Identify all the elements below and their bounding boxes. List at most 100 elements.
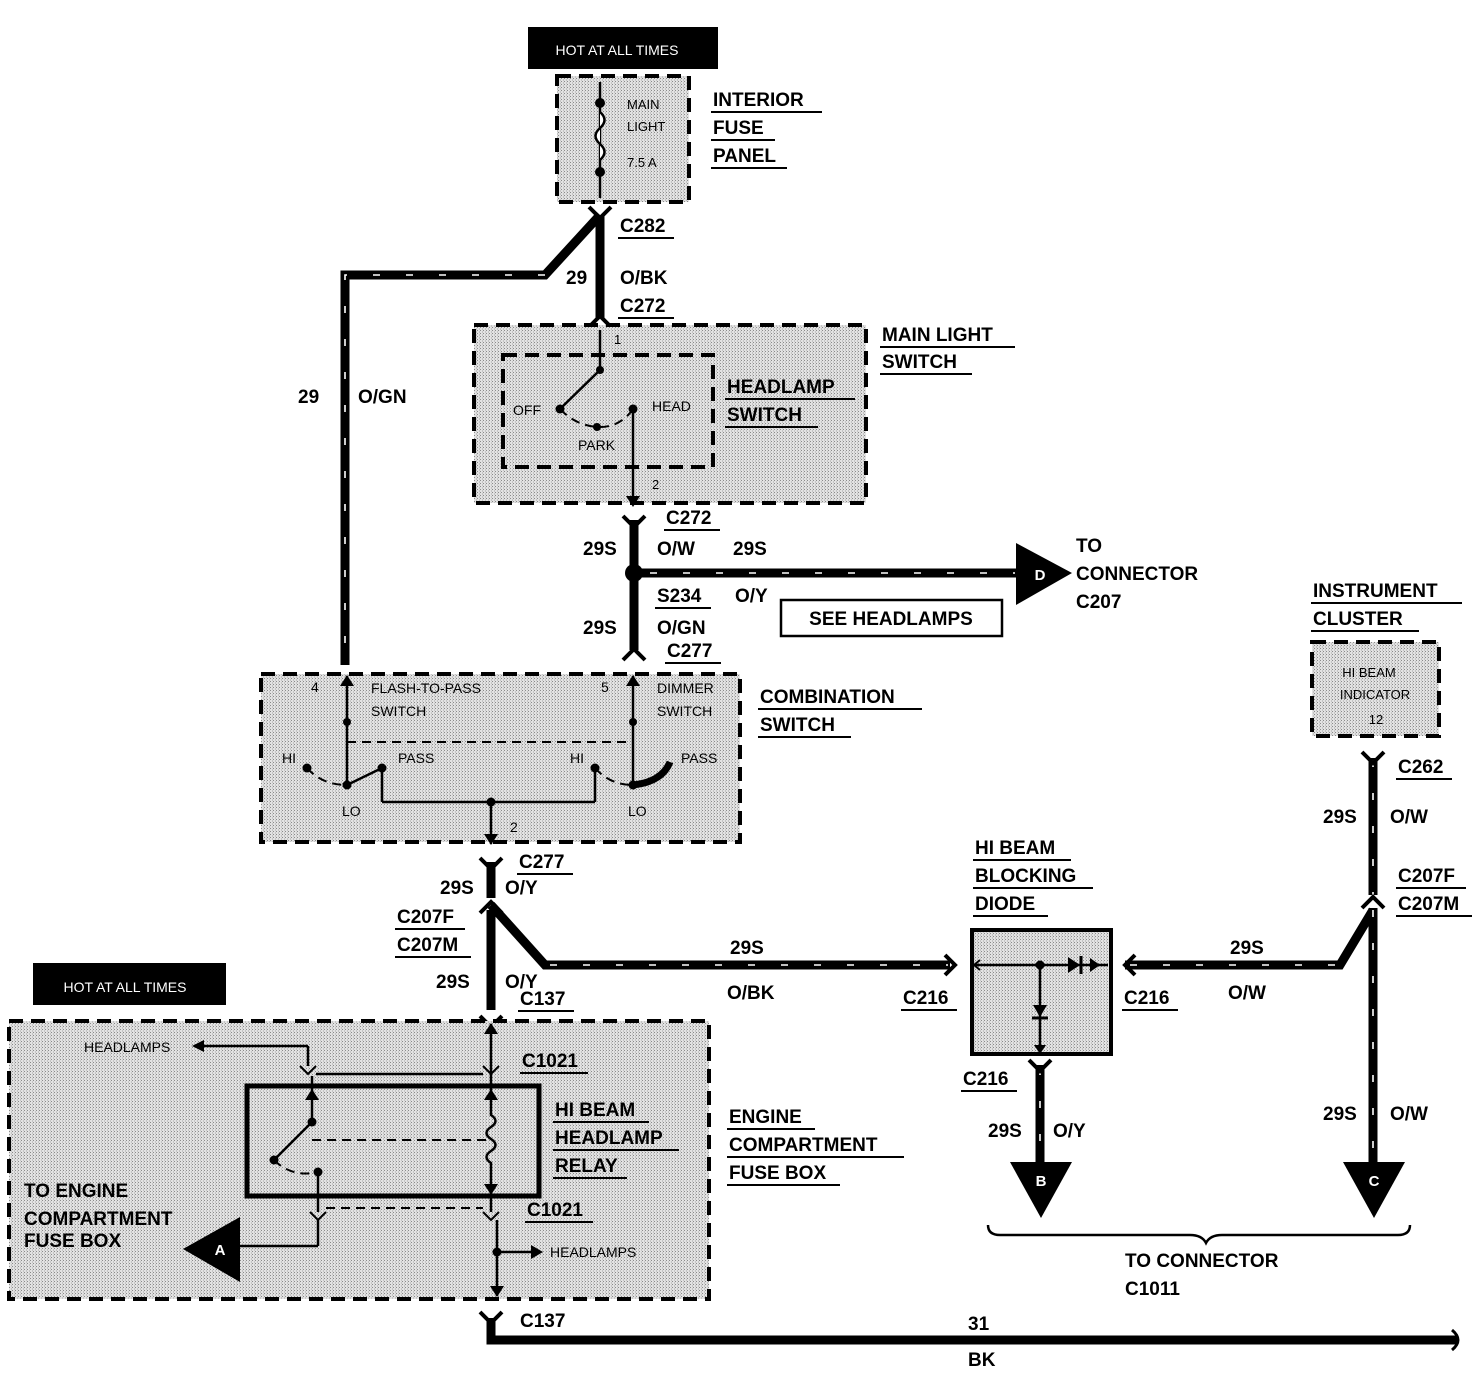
svg-text:C216: C216 <box>963 1069 1008 1090</box>
switch-off: OFF <box>513 402 541 418</box>
see-headlamps-box[interactable]: SEE HEADLAMPS <box>779 598 1004 638</box>
svg-text:MAIN LIGHT: MAIN LIGHT <box>882 325 993 346</box>
headlamp-switch-label: HEADLAMP <box>727 377 835 398</box>
svg-text:29S: 29S <box>988 1121 1022 1142</box>
svg-text:C207M: C207M <box>397 935 458 956</box>
svg-text:29S: 29S <box>583 618 617 639</box>
arrow-c: C <box>1343 1162 1405 1218</box>
main-light-switch-box: OFF HEAD PARK 1 2 HEADLAMP SWITCH <box>472 323 868 507</box>
svg-text:HOT AT ALL TIMES: HOT AT ALL TIMES <box>64 979 187 995</box>
svg-text:C216: C216 <box>1124 988 1169 1009</box>
splice-s234 <box>625 564 643 582</box>
connector-labels: C282 C272 C272 S234 C277 C277 C207F C207… <box>395 216 1472 1332</box>
svg-text:PASS: PASS <box>398 750 434 766</box>
svg-text:O/Y: O/Y <box>505 972 538 993</box>
switch-park: PARK <box>578 437 616 453</box>
svg-text:DIODE: DIODE <box>975 894 1035 915</box>
svg-text:C216: C216 <box>903 988 948 1009</box>
svg-text:FUSE: FUSE <box>713 118 764 139</box>
combination-switch-box: 4 5 2 FLASH-TO-PASS SWITCH DIMMER SWITCH… <box>259 672 742 845</box>
dimmer-switch-label: DIMMER <box>657 680 714 696</box>
combination-switch-label: COMBINATION SWITCH <box>758 687 922 738</box>
svg-text:C207M: C207M <box>1398 894 1459 915</box>
svg-text:SWITCH: SWITCH <box>760 715 835 736</box>
fuse-rating: 7.5 A <box>627 155 657 170</box>
svg-text:C137: C137 <box>520 989 565 1010</box>
svg-text:FUSE BOX: FUSE BOX <box>24 1231 121 1252</box>
svg-text:LO: LO <box>628 803 647 819</box>
hi-beam-indicator-box: HI BEAM INDICATOR 12 <box>1310 640 1441 738</box>
svg-text:C207F: C207F <box>397 907 454 928</box>
hot-at-all-times-left: HOT AT ALL TIMES <box>33 963 226 1005</box>
svg-text:ENGINE: ENGINE <box>729 1107 802 1128</box>
svg-text:29: 29 <box>298 387 319 408</box>
svg-text:HI BEAM: HI BEAM <box>975 838 1055 859</box>
instrument-cluster-label: INSTRUMENT CLUSTER <box>1311 581 1462 632</box>
pin-4: 4 <box>311 679 319 695</box>
svg-text:C207: C207 <box>1076 592 1121 613</box>
headlamps-right-label: HEADLAMPS <box>550 1244 636 1260</box>
svg-text:O/BK: O/BK <box>620 268 668 289</box>
switch-head: HEAD <box>652 398 691 414</box>
svg-text:C272: C272 <box>666 508 711 529</box>
svg-text:29S: 29S <box>1323 1104 1357 1125</box>
svg-text:O/W: O/W <box>1228 983 1266 1004</box>
svg-text:29: 29 <box>566 268 587 289</box>
svg-text:29S: 29S <box>1323 807 1357 828</box>
relay-label: HI BEAM <box>555 1100 635 1121</box>
svg-text:TO: TO <box>1076 536 1102 557</box>
svg-text:O/BK: O/BK <box>727 983 775 1004</box>
svg-text:INTERIOR: INTERIOR <box>713 90 804 111</box>
svg-text:COMPARTMENT: COMPARTMENT <box>24 1209 173 1230</box>
svg-text:COMBINATION: COMBINATION <box>760 687 895 708</box>
fuse-label-light: LIGHT <box>627 119 665 134</box>
svg-text:CONNECTOR: CONNECTOR <box>1076 564 1198 585</box>
svg-text:29S: 29S <box>733 539 767 560</box>
svg-text:C137: C137 <box>520 1311 565 1332</box>
svg-text:SWITCH: SWITCH <box>882 352 957 373</box>
svg-text:HI BEAM: HI BEAM <box>1342 665 1395 680</box>
svg-text:29S: 29S <box>583 539 617 560</box>
svg-text:O/W: O/W <box>1390 1104 1428 1125</box>
to-connector-c207-label: TO CONNECTOR C207 <box>1076 536 1198 613</box>
svg-text:CLUSTER: CLUSTER <box>1313 609 1403 630</box>
svg-text:TO CONNECTOR: TO CONNECTOR <box>1125 1251 1279 1272</box>
svg-text:C207F: C207F <box>1398 866 1455 887</box>
headlamps-left-label: HEADLAMPS <box>84 1039 170 1055</box>
svg-text:SWITCH: SWITCH <box>657 703 712 719</box>
wire-labels: 29 O/BK 29 O/GN 29S O/W 29S O/Y 29S O/GN… <box>298 268 1428 1371</box>
svg-text:C: C <box>1369 1173 1380 1190</box>
svg-text:INDICATOR: INDICATOR <box>1340 687 1410 702</box>
svg-text:BK: BK <box>968 1350 996 1371</box>
svg-text:O/GN: O/GN <box>657 618 706 639</box>
svg-text:C282: C282 <box>620 216 665 237</box>
svg-text:S234: S234 <box>657 586 702 607</box>
svg-text:RELAY: RELAY <box>555 1156 618 1177</box>
svg-text:O/Y: O/Y <box>1053 1121 1086 1142</box>
svg-text:C262: C262 <box>1398 757 1443 778</box>
svg-text:LO: LO <box>342 803 361 819</box>
svg-text:29S: 29S <box>730 938 764 959</box>
svg-text:SWITCH: SWITCH <box>371 703 426 719</box>
svg-text:HI: HI <box>282 750 296 766</box>
svg-text:COMPARTMENT: COMPARTMENT <box>729 1135 878 1156</box>
arrow-b: B <box>1010 1162 1072 1218</box>
svg-text:C272: C272 <box>620 296 665 317</box>
pin-2-combo: 2 <box>510 819 518 835</box>
diode-box <box>970 928 1113 1056</box>
hi-beam-blocking-diode-label: HI BEAM BLOCKING DIODE <box>973 838 1093 917</box>
svg-text:O/W: O/W <box>1390 807 1428 828</box>
svg-text:O/Y: O/Y <box>505 878 538 899</box>
arrow-d-to-c207: D <box>1016 543 1072 605</box>
svg-text:O/W: O/W <box>657 539 695 560</box>
engine-compartment-fuse-box-label: ENGINE COMPARTMENT FUSE BOX <box>727 1107 904 1186</box>
engine-compartment-fuse-box: HEADLAMPS HEADLAMPS HI BEAM HEADLAMP REL… <box>7 1019 711 1301</box>
svg-text:29S: 29S <box>1230 938 1264 959</box>
to-engine-fuse-box-label: TO ENGINE <box>24 1181 128 1202</box>
arrow-a: A <box>183 1217 240 1282</box>
pin-2: 2 <box>652 477 659 492</box>
flash-to-pass-label: FLASH-TO-PASS <box>371 680 481 696</box>
svg-text:O/GN: O/GN <box>358 387 407 408</box>
svg-text:BLOCKING: BLOCKING <box>975 866 1076 887</box>
svg-text:29S: 29S <box>436 972 470 993</box>
